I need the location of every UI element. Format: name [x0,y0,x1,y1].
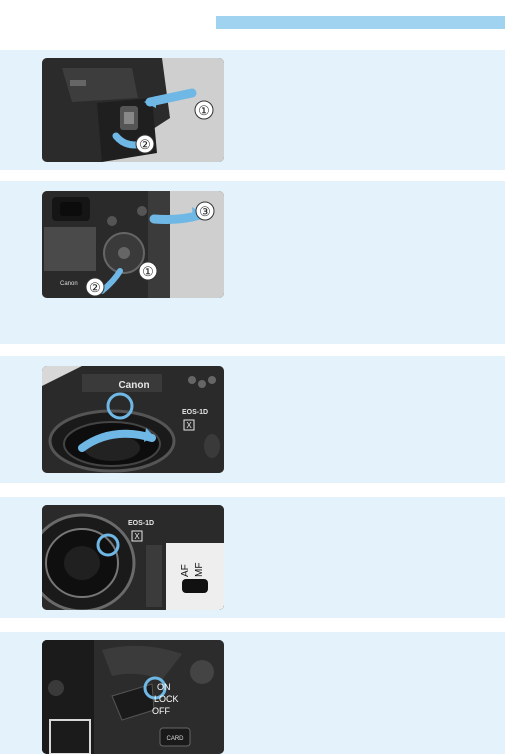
card-label: CARD [166,736,184,742]
on-label: ON [157,682,171,692]
model-label: EOS-1D [182,409,208,416]
brand-label: Canon [60,281,78,287]
camera-back-illustration: Canon ③ ① ② [42,191,224,298]
off-label: OFF [152,706,170,716]
callout-2: ② [89,280,101,295]
mf-label: MF [194,563,205,577]
focus-mode-switch-illustration: EOS-1D X AF MF [42,505,224,610]
step-1-photo: ① ② [42,58,224,162]
callout-1: ① [142,264,154,279]
callout-1: ① [198,103,210,118]
model-badge: X [134,532,140,541]
step-5-photo: ON LOCK OFF CARD [42,640,224,754]
step-4-photo: EOS-1D X AF MF [42,505,224,610]
step-1-panel: ① ② [0,50,505,170]
section-header-bar [216,16,505,29]
lens-mount-illustration: Canon EOS-1D X [42,366,224,473]
model-label: EOS-1D [128,520,154,527]
step-4-panel: EOS-1D X AF MF [0,497,505,618]
model-badge: X [186,421,192,430]
lock-label: LOCK [154,694,179,704]
callout-2: ② [139,137,151,152]
step-3-panel: Canon EOS-1D X [0,356,505,483]
step-2-photo: Canon ③ ① ② [42,191,224,298]
step-2-panel: Canon ③ ① ② [0,181,505,344]
battery-grip-cover-illustration: ① ② [42,58,224,162]
brand-label: Canon [118,380,149,391]
callout-3: ③ [199,204,211,219]
af-label: AF [180,564,191,577]
step-3-photo: Canon EOS-1D X [42,366,224,473]
power-switch-illustration: ON LOCK OFF CARD [42,640,224,754]
step-5-panel: ON LOCK OFF CARD [0,632,505,754]
